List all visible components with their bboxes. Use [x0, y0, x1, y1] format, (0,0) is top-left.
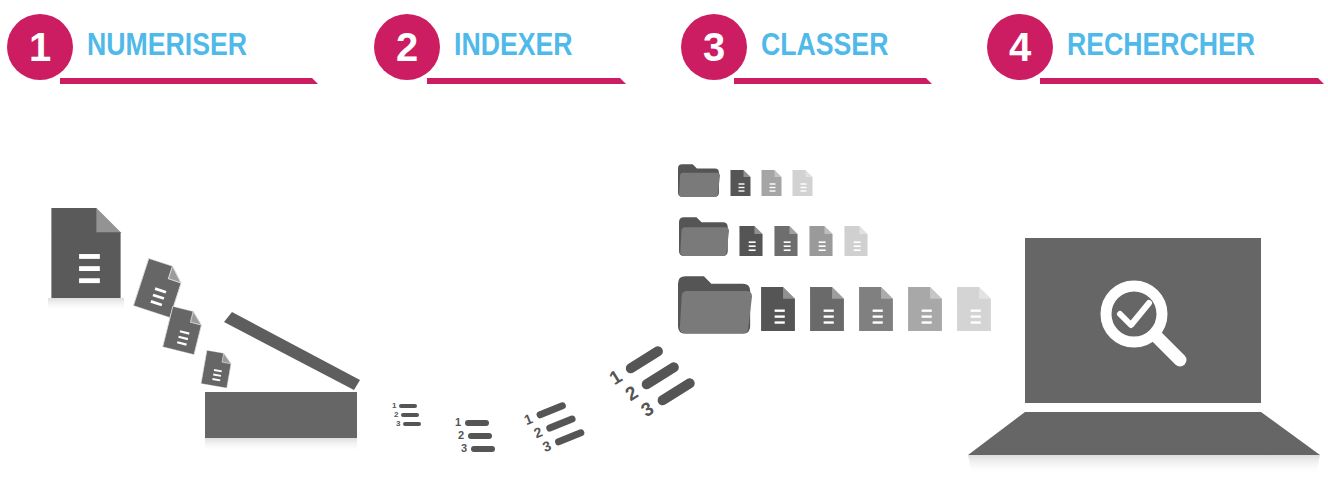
document-icon	[762, 170, 782, 196]
index-bar	[465, 420, 489, 426]
scanner-base	[205, 392, 357, 438]
scanner-lid	[224, 312, 360, 390]
document-icon	[761, 287, 795, 331]
document-icon	[810, 287, 844, 331]
step-circle: 4	[987, 14, 1053, 80]
index-number: 3	[461, 443, 467, 454]
folder-icon	[678, 276, 752, 333]
index-row: 1	[455, 417, 495, 428]
step-number: 2	[396, 27, 418, 67]
document-icon	[731, 170, 751, 196]
step-title: INDEXER	[454, 29, 573, 60]
index-bar	[535, 401, 566, 419]
index-number: 3	[540, 438, 552, 454]
laptop-screen	[1025, 238, 1261, 403]
document-icon	[163, 306, 205, 355]
step-title: CLASSER	[761, 29, 888, 60]
document-icon	[793, 170, 813, 196]
document-icon	[859, 287, 893, 331]
index-bar	[545, 414, 576, 432]
folder-icon	[678, 164, 720, 197]
reflection	[968, 455, 1320, 475]
search-icon	[1106, 286, 1180, 360]
document-icon	[739, 226, 762, 256]
index-row: 1	[606, 335, 675, 388]
index-number: 1	[606, 366, 625, 388]
laptop-base	[968, 412, 1320, 455]
index-bar	[471, 446, 495, 452]
step-circle: 2	[374, 14, 440, 80]
index-icon: 1 2 3	[455, 417, 495, 456]
index-bar	[655, 376, 696, 407]
index-number: 1	[455, 417, 461, 428]
step-badge: 3 CLASSER	[681, 14, 932, 84]
document-icon	[774, 226, 797, 256]
index-number: 2	[532, 424, 544, 440]
index-row: 3	[396, 420, 421, 428]
reflection	[48, 298, 124, 312]
step-number: 3	[703, 27, 725, 67]
folder-icon	[679, 217, 729, 256]
step-number: 4	[1009, 27, 1031, 67]
index-number: 2	[394, 411, 398, 419]
step-badge: 4 RECHERCHER	[987, 14, 1324, 84]
document-icon	[51, 208, 120, 298]
step-badge: 1 NUMERISER	[7, 14, 319, 84]
index-bar	[554, 428, 585, 446]
step-circle: 1	[7, 14, 73, 80]
index-row: 2	[458, 430, 495, 441]
document-icon	[201, 350, 233, 388]
header-underline	[1040, 78, 1324, 84]
step-badge: 2 INDEXER	[374, 14, 626, 84]
index-bar	[401, 413, 419, 417]
index-row: 1	[392, 402, 421, 410]
index-bar	[399, 404, 417, 408]
index-icon: 123	[392, 402, 421, 429]
document-icon	[809, 226, 832, 256]
step-number: 1	[29, 27, 51, 67]
header-underline	[734, 78, 932, 84]
step-title: NUMERISER	[87, 29, 247, 60]
step-title: RECHERCHER	[1067, 29, 1255, 60]
index-bar	[468, 433, 492, 439]
index-number: 3	[638, 398, 657, 420]
step-circle: 3	[681, 14, 747, 80]
header-underline	[60, 78, 318, 84]
index-number: 3	[396, 420, 400, 428]
index-icon: 123	[522, 395, 587, 459]
index-bar	[403, 422, 421, 426]
index-number: 1	[522, 411, 534, 427]
index-row: 3	[461, 443, 495, 454]
index-number: 2	[458, 430, 464, 441]
document-icon	[908, 287, 942, 331]
index-icon: 123	[606, 335, 700, 428]
index-number: 2	[622, 382, 641, 404]
index-number: 1	[392, 402, 396, 410]
reflection	[205, 438, 357, 452]
document-icon	[844, 226, 867, 256]
document-icon	[957, 287, 991, 331]
header-underline	[427, 78, 626, 84]
index-row: 2	[394, 411, 421, 419]
